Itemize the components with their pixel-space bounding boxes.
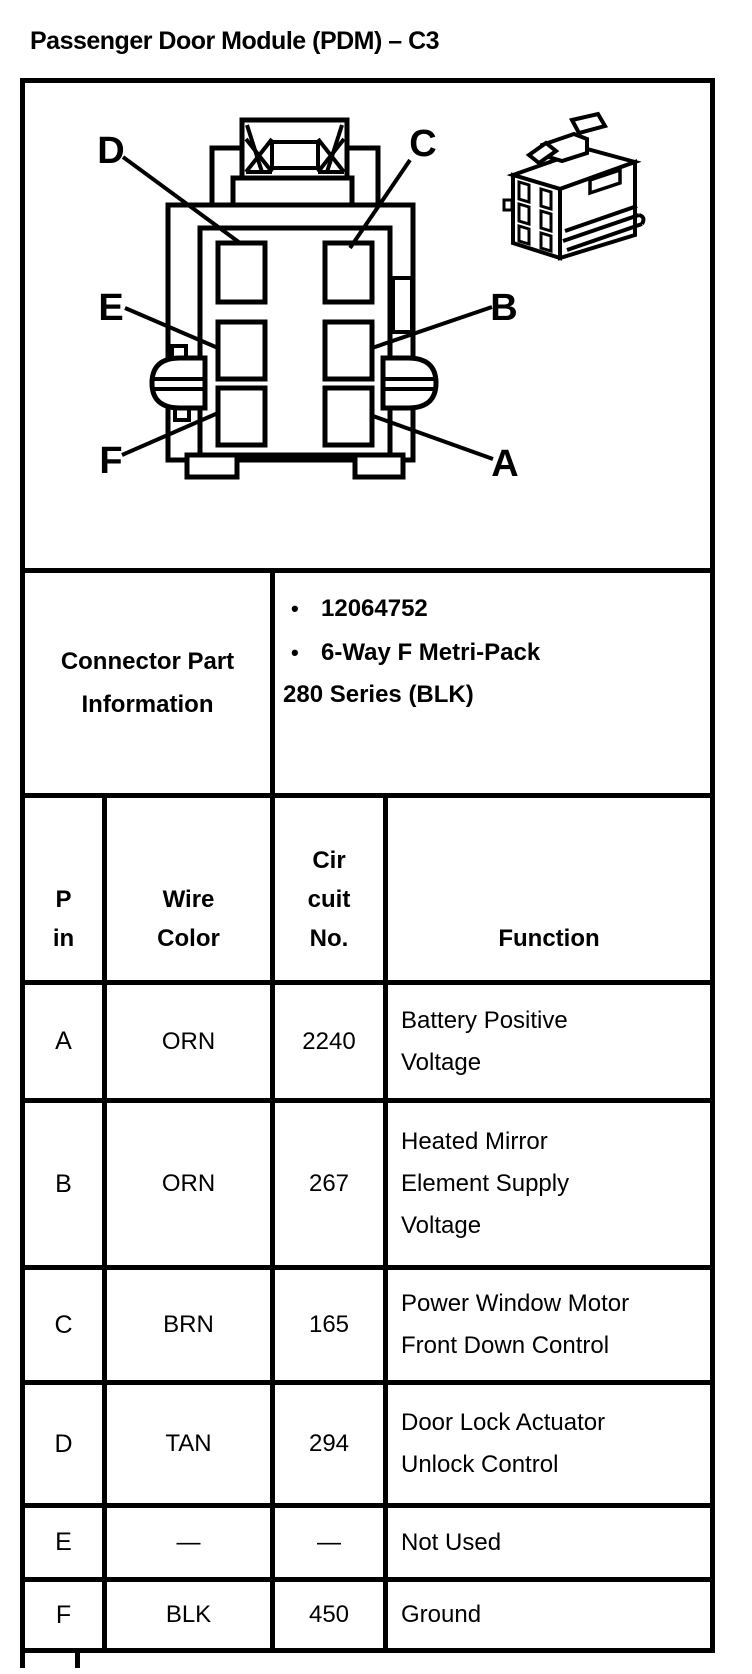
function-cell: Heated Mirror Element Supply Voltage — [401, 1128, 570, 1239]
col-header-function: Function — [498, 925, 600, 952]
table-row-pin-d: D TAN 294 Door Lock Actuator Unlock Cont… — [25, 1380, 710, 1503]
circuit-cell: 165 — [275, 1270, 388, 1380]
connector-body-outline — [165, 202, 416, 463]
wire-color-cell: TAN — [107, 1385, 275, 1503]
function-cell: Ground — [401, 1601, 482, 1628]
pin-label-d: D — [97, 130, 124, 172]
table-header-row: P in Wire Color Cir cuit No. Function — [25, 793, 710, 980]
connector-diagram: D C E B F A — [97, 111, 646, 485]
circuit-cell: 450 — [275, 1582, 388, 1648]
circuit-cell: 2240 — [275, 985, 388, 1098]
pin-slot-b — [322, 319, 375, 382]
table-row-pin-f: F BLK 450 Ground — [25, 1577, 710, 1648]
pin-label-e: E — [98, 287, 123, 329]
function-cell: Battery Positive Voltage — [401, 1006, 568, 1076]
left-clip — [149, 355, 208, 411]
connector-front-view: D C E B F A — [97, 117, 519, 485]
table-row-pin-b: B ORN 267 Heated Mirror Element Supply V… — [25, 1098, 710, 1265]
pin-cell: A — [25, 985, 107, 1098]
function-cell: Door Lock Actuator Unlock Control — [401, 1409, 606, 1478]
connector-info-table: D C E B F A — [20, 78, 715, 1653]
part-number: 12064752 — [321, 595, 428, 622]
leader-line-c — [348, 158, 412, 250]
pin-cell: E — [25, 1508, 107, 1577]
circuit-cell: 294 — [275, 1385, 388, 1503]
leader-line-a — [372, 414, 494, 461]
table-row-pin-c: C BRN 165 Power Window Motor Front Down … — [25, 1265, 710, 1380]
circuit-cell: — — [275, 1508, 388, 1577]
connector-type-continuation: 280 Series (BLK) — [283, 681, 474, 708]
leader-line-d — [121, 155, 242, 245]
leader-line-f — [121, 411, 219, 457]
col-header-circuit-no: Cir cuit No. — [275, 798, 388, 980]
wire-color-cell: BLK — [107, 1582, 275, 1648]
part-info-bullet-item: • 6-Way F Metri-Pack — [275, 631, 710, 675]
right-clip — [380, 355, 439, 411]
pin-label-b: B — [490, 287, 517, 329]
pin-label-f: F — [99, 440, 122, 482]
pin-slot-c — [322, 240, 375, 305]
part-info-details: • 12064752 • 6-Way F Metri-Pack 280 Seri… — [275, 573, 710, 793]
connector-diagram-panel: D C E B F A — [25, 83, 710, 568]
part-info-bullet-item: • 12064752 — [275, 587, 710, 631]
function-cell: Not Used — [401, 1528, 502, 1556]
col-header-wire-color: Wire Color — [107, 798, 275, 980]
wire-color-cell: ORN — [107, 1103, 275, 1265]
bullet-icon: • — [291, 596, 299, 621]
pin-label-c: C — [409, 123, 436, 165]
pin-slot-a — [322, 385, 375, 448]
table-continuation-stub — [20, 1653, 25, 1668]
pin-slot-f — [215, 385, 268, 448]
table-row-pin-e: E — — Not Used — [25, 1503, 710, 1577]
pin-label-a: A — [491, 443, 518, 485]
wire-color-cell: BRN — [107, 1270, 275, 1380]
pin-cell: B — [25, 1103, 107, 1265]
bullet-icon: • — [291, 640, 299, 665]
circuit-cell: 267 — [275, 1103, 388, 1265]
wire-color-cell: — — [107, 1508, 275, 1577]
connector-type: 6-Way F Metri-Pack — [321, 639, 541, 666]
pin-cell: F — [25, 1582, 107, 1648]
pin-slot-e — [215, 319, 268, 382]
connector-isometric-view — [502, 111, 646, 261]
function-cell: Power Window Motor Front Down Control — [401, 1290, 630, 1359]
leader-line-b — [371, 305, 493, 350]
leader-line-e — [124, 306, 219, 350]
part-info-row: Connector Part Information • 12064752 • … — [25, 568, 710, 793]
pin-cell: D — [25, 1385, 107, 1503]
wire-color-cell: ORN — [107, 985, 275, 1098]
pin-cell: C — [25, 1270, 107, 1380]
table-row-pin-a: A ORN 2240 Battery Positive Voltage — [25, 980, 710, 1098]
col-header-pin: P in — [25, 798, 107, 980]
page-title: Passenger Door Module (PDM) – C3 — [30, 27, 440, 55]
pin-slot-d — [215, 240, 268, 305]
part-info-label: Connector Part Information — [25, 573, 275, 793]
table-continuation-stub — [75, 1653, 80, 1668]
